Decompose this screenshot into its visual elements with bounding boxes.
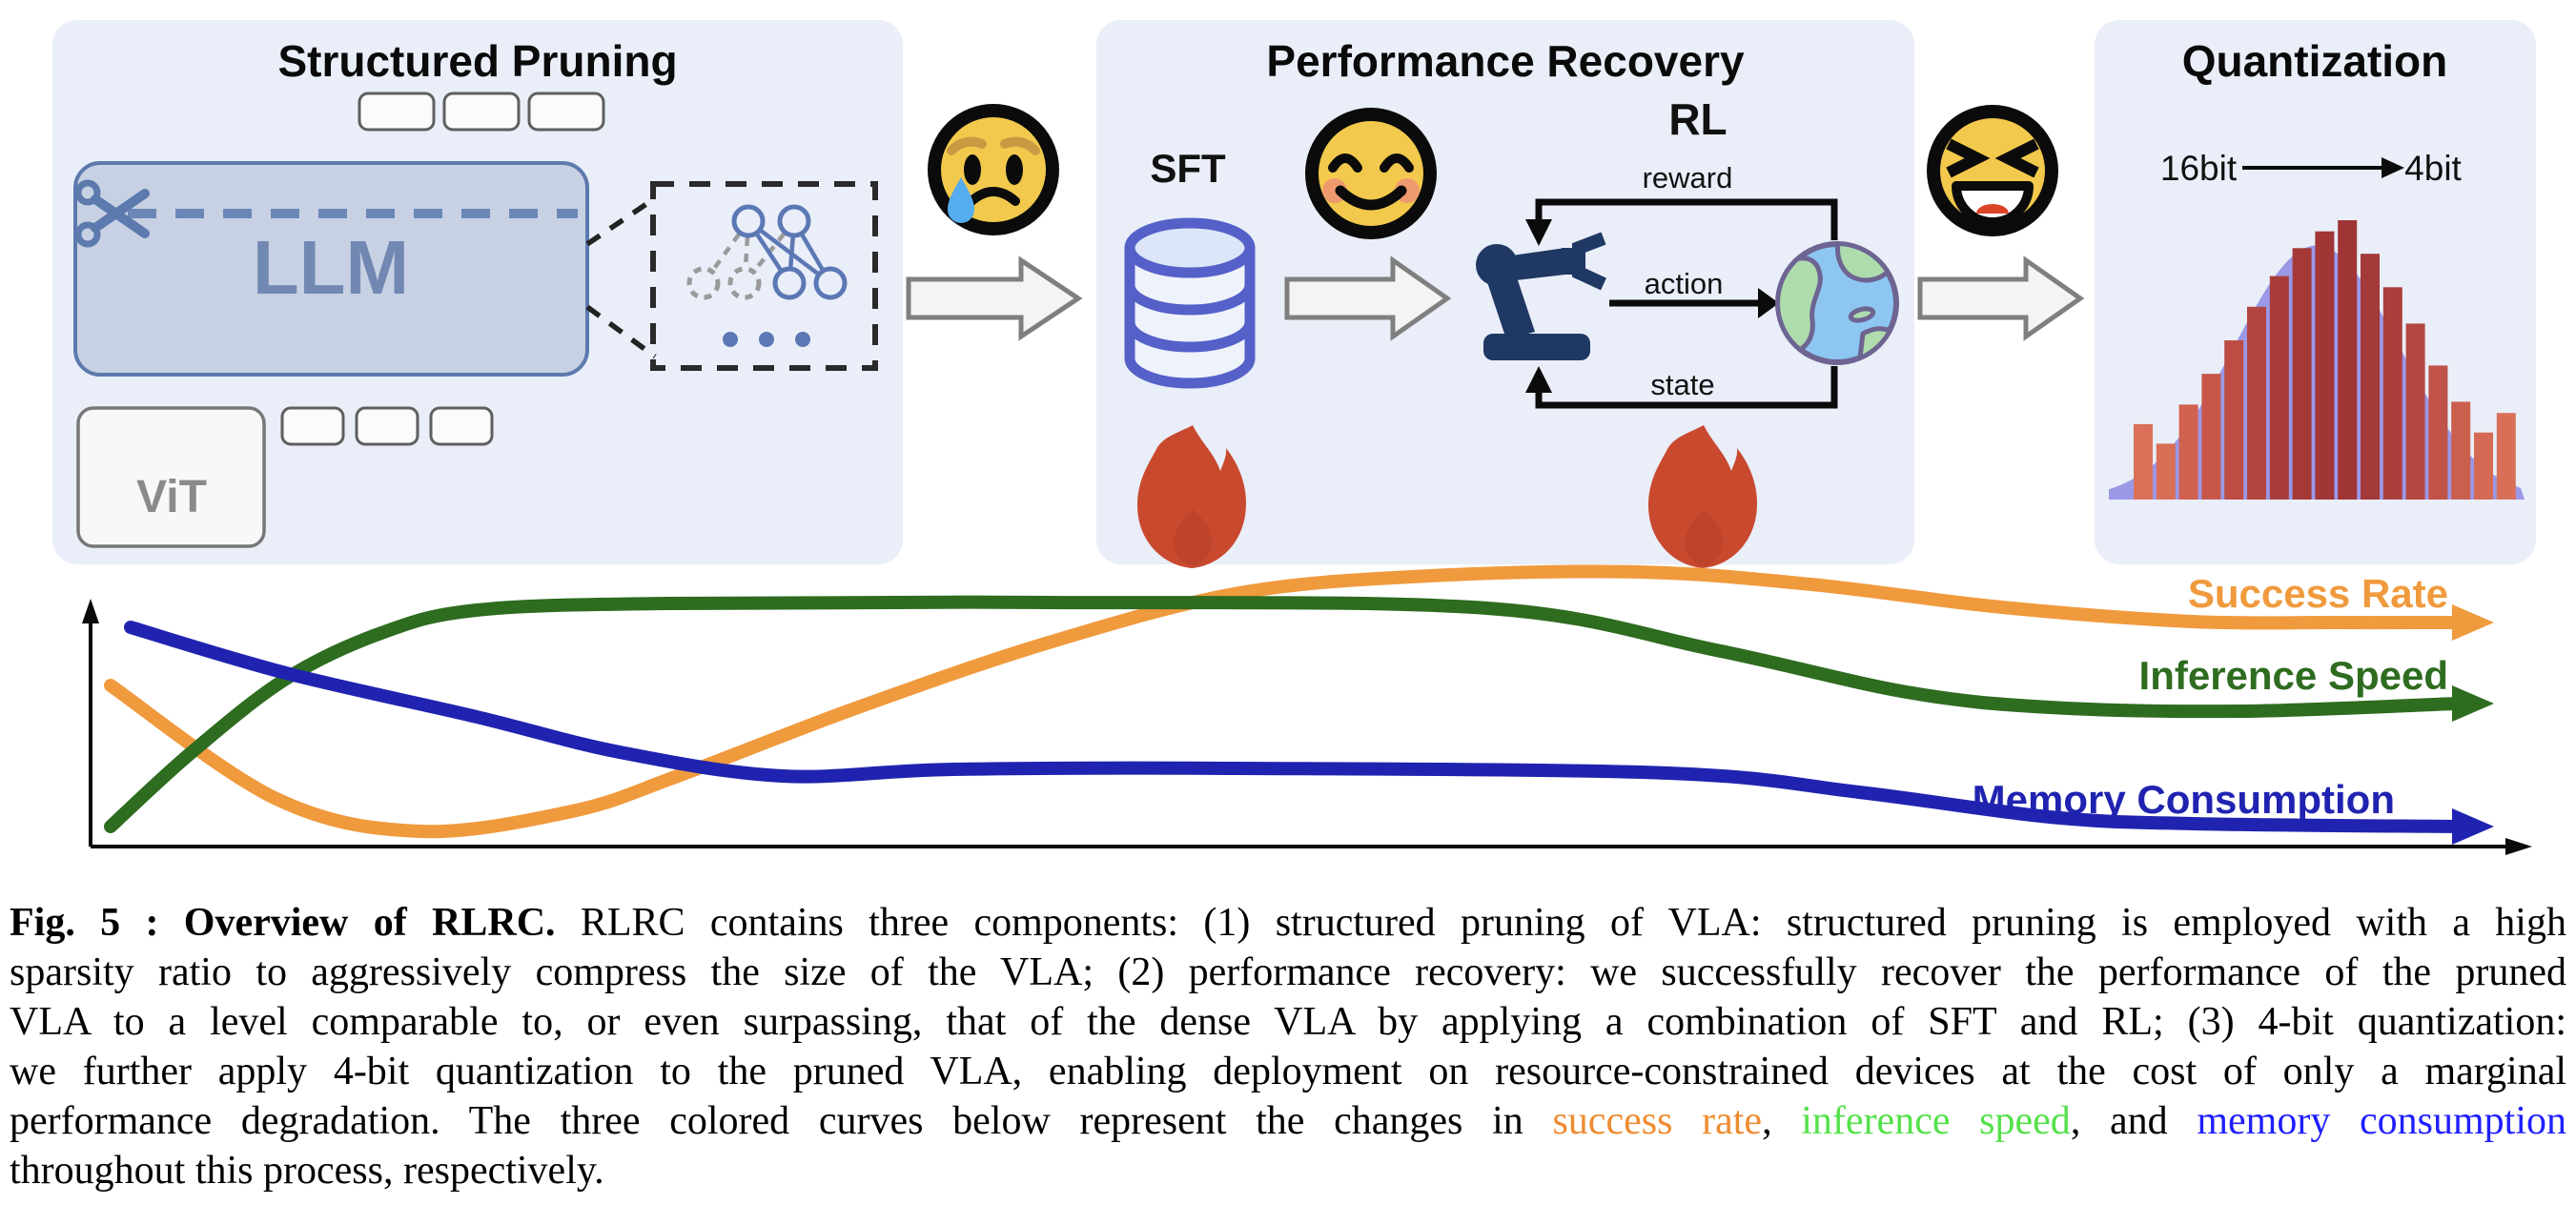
stage-arrow-1 — [906, 255, 1083, 341]
caption-segment-bold: Fig. 5 : Overview of RLRC. — [10, 901, 556, 945]
caption-segment: sparsity ratio to aggressively compress … — [10, 950, 2566, 994]
fire-icon — [1648, 425, 1757, 568]
llm-label: LLM — [253, 225, 409, 310]
panel-structured-pruning: Structured Pruning LLM — [52, 20, 903, 564]
caption-line-2: sparsity ratio to aggressively compress … — [10, 948, 2566, 997]
caption-line-6: throughout this process, respectively. — [10, 1146, 2566, 1195]
rl-label: RL — [1668, 94, 1727, 144]
success-rate-curve — [104, 564, 2463, 839]
caption-segment-orange: success rate — [1552, 1099, 1763, 1143]
panel-title-recovery: Performance Recovery — [1266, 36, 1745, 86]
histogram-bar — [2156, 443, 2176, 500]
histogram-bar — [2496, 413, 2516, 500]
histogram-bar — [2134, 423, 2153, 500]
token-boxes-top — [358, 92, 605, 132]
histogram-bar — [2405, 323, 2425, 500]
curve-label-inference-speed: Inference Speed — [2139, 653, 2448, 698]
figure-caption: Fig. 5 : Overview of RLRC. RLRC contains… — [10, 898, 2566, 1195]
caption-segment: , and — [2070, 1099, 2198, 1143]
pruned-network-box — [650, 181, 878, 371]
histogram-bar — [2338, 220, 2358, 500]
curve-arrowhead — [2452, 685, 2494, 722]
laughing-face-emoji — [1927, 105, 2058, 236]
caption-line-3: VLA to a level comparable to, or even su… — [10, 997, 2566, 1047]
caption-segment: RLRC contains three components: (1) stru… — [555, 901, 2566, 945]
stage-arrow-3 — [1917, 255, 2085, 341]
zoom-connector-top — [585, 195, 657, 247]
reward-label: reward — [1643, 161, 1733, 194]
vit-label: ViT — [136, 472, 207, 522]
weight-histogram-icon — [2109, 220, 2525, 500]
caption-segment: throughout this process, respectively. — [10, 1149, 604, 1193]
panel-quantization: Quantization 16bit 4bit — [2095, 20, 2536, 564]
caption-line-4: we further apply 4-bit quantization to t… — [10, 1047, 2566, 1096]
pruned-network-icon — [686, 204, 848, 347]
caption-segment: VLA to a level comparable to, or even su… — [10, 1000, 2566, 1044]
caption-segment-green: inference speed — [1801, 1099, 2071, 1143]
histogram-bar — [2292, 248, 2312, 500]
chart-axes — [89, 620, 2507, 848]
memory-consumption-curve — [124, 621, 2463, 833]
tear-drop — [948, 177, 974, 223]
database-icon — [1124, 217, 1256, 389]
caption-segment: we further apply 4-bit quantization to t… — [10, 1050, 2566, 1093]
diagram: Structured Pruning LLM — [52, 20, 2536, 855]
x-axis-arrowhead — [2505, 838, 2532, 855]
state-label: state — [1650, 368, 1714, 401]
fire-icon — [1137, 425, 1246, 568]
inference-speed-curve — [104, 595, 2463, 833]
histogram-bar — [2201, 374, 2221, 500]
bits-from-label: 16bit — [2160, 149, 2238, 188]
action-label: action — [1645, 267, 1724, 300]
scissors-icon — [74, 179, 150, 248]
histogram-bar — [2428, 365, 2448, 500]
histogram-bar — [2382, 287, 2402, 500]
curve-arrowhead — [2452, 604, 2494, 641]
ellipsis-dots-icon — [723, 332, 810, 347]
histogram-bar — [2247, 306, 2266, 500]
curve-label-memory-consumption: Memory Consumption — [1973, 777, 2395, 822]
zoom-connector-bottom — [585, 304, 657, 359]
histogram-bar — [2315, 231, 2335, 500]
panel-performance-recovery: Performance Recovery SFT RL — [1096, 20, 1914, 568]
histogram-bar — [2451, 401, 2471, 500]
curve-label-success-rate: Success Rate — [2188, 571, 2448, 616]
caption-line-5: performance degradation. The three color… — [10, 1096, 2566, 1146]
bit-arrow-icon — [2242, 157, 2404, 178]
panel-title-quantization: Quantization — [2182, 36, 2448, 86]
histogram-bar — [2474, 432, 2493, 500]
y-axis-arrowhead — [82, 599, 99, 623]
caption-line-1: Fig. 5 : Overview of RLRC. RLRC contains… — [10, 898, 2566, 948]
globe-icon — [1775, 241, 1899, 365]
smiling-face-emoji — [1305, 108, 1437, 239]
histogram-bar — [2178, 404, 2198, 500]
histogram-bar — [2361, 254, 2380, 500]
histogram-bar — [2269, 276, 2289, 500]
panel-title-pruning: Structured Pruning — [277, 36, 677, 86]
caption-segment: , — [1762, 1099, 1802, 1143]
curve-arrowhead — [2452, 808, 2494, 845]
caption-segment: performance degradation. The three color… — [10, 1099, 1553, 1143]
rl-loop-arrowheads — [1525, 219, 1779, 393]
caption-segment-blue: memory consumption — [2197, 1099, 2567, 1143]
vit-box — [76, 406, 266, 548]
token-boxes-bottom — [280, 406, 494, 446]
histogram-bar — [2224, 340, 2244, 500]
crying-face-emoji — [928, 104, 1059, 235]
sft-label: SFT — [1150, 146, 1226, 191]
stage-arrow-2 — [1284, 255, 1452, 341]
robot-arm-icon — [1476, 232, 1606, 360]
bits-to-label: 4bit — [2404, 149, 2462, 188]
